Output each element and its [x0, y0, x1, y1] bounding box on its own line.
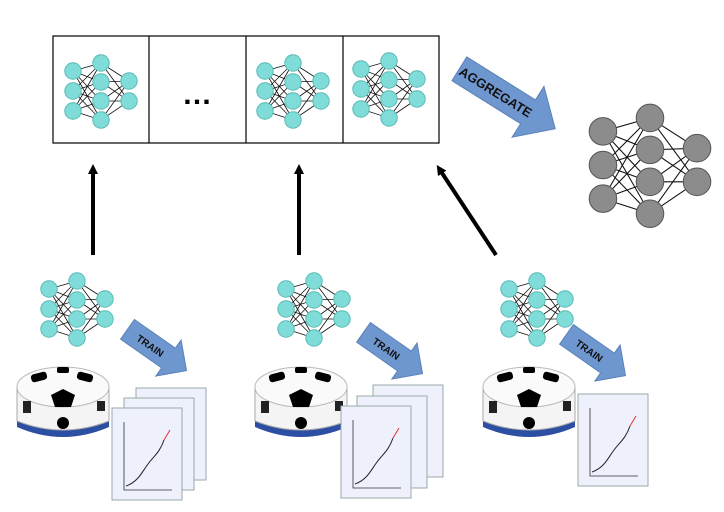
client-1: TRAIN [16, 272, 207, 501]
global-model-icon [588, 103, 712, 228]
robot-icon [254, 366, 348, 437]
neural-network-icon [352, 52, 426, 127]
neural-network-icon [500, 272, 574, 347]
aggregate-arrow: AGGREGATE [451, 56, 556, 138]
trajectory-plot-icon [340, 405, 412, 499]
robot-icon [16, 366, 110, 437]
ellipsis-text: … [182, 78, 212, 111]
train-arrow: TRAIN [119, 318, 188, 377]
neural-network-icon [256, 54, 330, 129]
model-collection-box: … [52, 35, 440, 144]
up-arrow-icon [436, 164, 498, 257]
neural-network-icon [64, 54, 138, 129]
robot-icon [482, 366, 576, 437]
trajectory-plot-icon [111, 407, 183, 501]
neural-network-icon [277, 272, 351, 347]
client-2: TRAIN [254, 272, 444, 499]
trajectory-plot-icon [577, 393, 649, 487]
upload-arrows [88, 164, 498, 257]
client-3: TRAIN [482, 272, 649, 487]
train-arrow: TRAIN [355, 321, 424, 380]
neural-network-icon [40, 272, 114, 347]
train-arrow: TRAIN [558, 323, 627, 382]
